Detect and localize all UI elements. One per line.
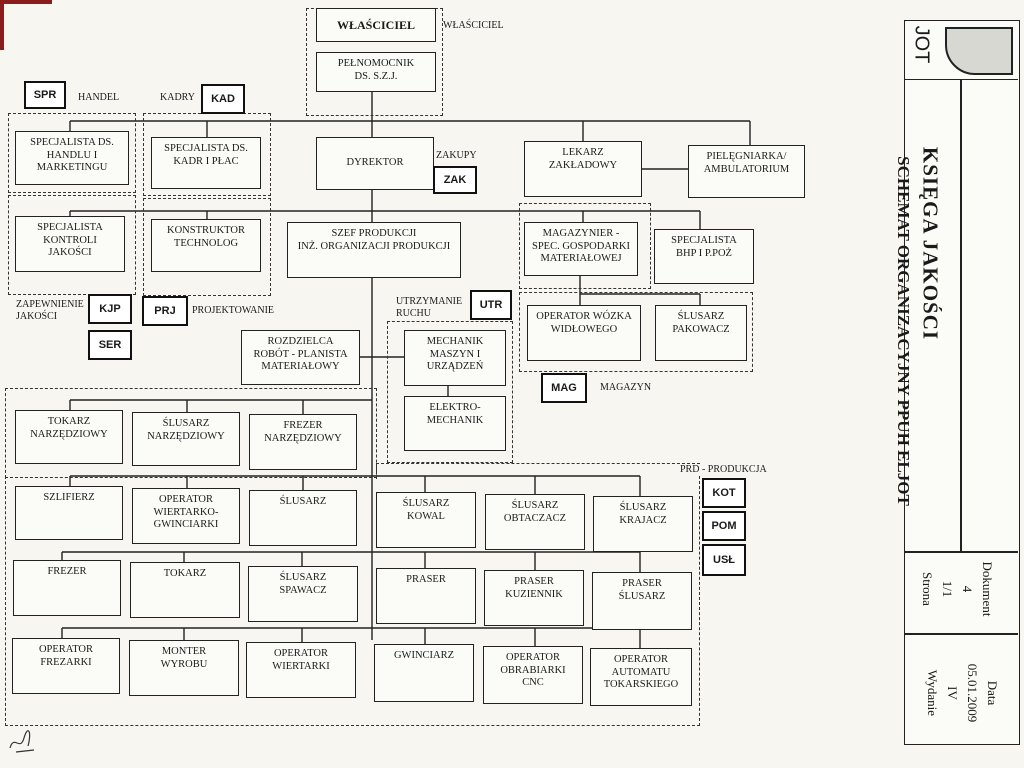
box-magazynier: MAGAZYNIER - SPEC. GOSPODARKI MATERIAŁOW… [524,222,638,276]
box-praser-kuziennik: PRASER KUZIENNIK [484,570,584,626]
box-spec-bhp: SPECJALISTA BHP I P.POŻ [654,229,754,284]
signature-mark [9,730,35,753]
label-zapewnienie: ZAPEWNIENIE JAKOŚCI [16,299,84,322]
code-prj: PRJ [142,296,188,326]
box-slusarz-obtaczacz: ŚLUSARZ OBTACZACZ [485,494,585,550]
box-frezer-narz: FREZER NARZĘDZIOWY [249,414,357,470]
box-tokarz: TOKARZ [130,562,240,618]
code-ser: SER [88,330,132,360]
box-slusarz-pakowacz: ŚLUSARZ PAKOWACZ [655,305,747,361]
quality-group-frame [8,195,136,295]
box-monter: MONTER WYROBU [129,640,239,696]
owner-box: WŁAŚCICIEL [316,8,436,42]
edition-value: IV [945,686,960,700]
box-slusarz-spawacz: ŚLUSARZ SPAWACZ [248,566,358,622]
code-pom: POM [702,511,746,541]
production-group-frame [5,476,700,726]
production-upper-frame [5,388,377,478]
code-kot: KOT [702,478,746,508]
code-usl: USŁ [702,544,746,576]
box-frezer: FREZER [13,560,121,616]
page-value: 1/1 [940,580,955,598]
box-gwinciarz: GWINCIARZ [374,644,474,702]
box-praser: PRASER [376,568,476,624]
edition-label: Wydanie [925,669,940,717]
box-operator-wozka: OPERATOR WÓZKA WIDŁOWEGO [527,305,641,361]
code-zak: ZAK [433,166,477,194]
box-operator-automatu: OPERATOR AUTOMATU TOKARSKIEGO [590,648,692,706]
box-operator-cnc: OPERATOR OBRABIARKI CNC [483,646,583,704]
box-dyrektor: DYREKTOR [316,137,434,190]
label-handel: HANDEL [78,92,120,103]
schema-title: SCHEMAT ORGANIZACYJNY PPUH ELJOT [894,156,913,506]
label-utrzymanie: UTRZYMANIE RUCHU [396,296,463,319]
box-rozdzielca: ROZDZIELCA ROBÓT - PLANISTA MATERIAŁOWY [241,330,360,385]
code-kad: KAD [201,84,245,114]
label-zakupy: ZAKUPY [436,150,477,161]
red-edge-mark-top [0,0,52,4]
page-label: Strona [920,572,935,606]
box-slusarz: ŚLUSARZ [249,490,357,546]
book-title: KSIĘGA JAKOŚCI [918,146,943,341]
box-praser-slusarz: PRASER ŚLUSARZ [592,572,692,630]
logo-text: JOT [910,25,933,64]
doc-value: 4 [960,585,975,593]
label-kadry: KADRY [160,92,196,103]
label-projektowanie: PROJEKTOWANIE [192,305,275,316]
box-spec-handlu: SPECJALISTA DS. HANDLU I MARKETINGU [15,131,129,185]
box-szef-produkcji: SZEF PRODUKCJI INŻ. ORGANIZACJI PRODUKCJ… [287,222,461,278]
box-lekarz: LEKARZ ZAKŁADOWY [524,141,642,197]
document-header-panel: JOT KSIĘGA JAKOŚCI SCHEMAT ORGANIZACYJNY… [894,20,1020,745]
warehouse-group-frame [519,292,753,372]
label-magazyn: MAGAZYN [600,382,652,393]
box-pielegniarka: PIELĘGNIARKA/ AMBULATORIUM [688,145,805,198]
doc-label: Dokument [980,561,995,617]
box-spec-jakosci: SPECJALISTA KONTROLI JAKOŚCI [15,216,125,272]
label-produkcja: PRD - PRODUKCJA [680,464,767,475]
plenipotentiary-box: PEŁNOMOCNIK DS. S.Z.J. [316,52,436,92]
production-join-frame [376,463,700,479]
date-value: 05.01.2009 [965,663,980,723]
box-spec-kadr: SPECJALISTA DS. KADR I PŁAC [151,137,261,189]
box-szlifierz: SZLIFIERZ [15,486,123,540]
date-label: Data [985,680,1000,706]
warehouse-head-frame [519,203,651,289]
box-slusarz-kowal: ŚLUSARZ KOWAL [376,492,476,548]
code-kjp: KJP [88,294,132,324]
code-utr: UTR [470,290,512,320]
box-operator-wiertarko: OPERATOR WIERTARKO- GWINCIARKI [132,488,240,544]
box-operator-frezarki: OPERATOR FREZARKI [12,638,120,694]
box-konstruktor: KONSTRUKTOR TECHNOLOG [151,219,261,272]
box-operator-wiertarki: OPERATOR WIERTARKI [246,642,356,698]
box-mechanik: MECHANIK MASZYN I URZĄDZEŃ [404,330,506,386]
logo-icon [945,27,1013,75]
box-tokarz-narz: TOKARZ NARZĘDZIOWY [15,410,123,464]
logo-area: JOT [905,21,1018,80]
box-slusarz-narz: ŚLUSARZ NARZĘDZIOWY [132,412,240,466]
code-mag: MAG [541,373,587,403]
owner-label: WŁAŚCICIEL [443,20,504,31]
maintenance-group-frame [387,321,513,463]
box-elektromechanik: ELEKTRO- MECHANIK [404,396,506,451]
design-group-frame [143,198,271,296]
trade-group-frame [8,113,136,193]
red-edge-mark [0,0,4,50]
code-spr: SPR [24,81,66,109]
box-slusarz-krajacz: ŚLUSARZ KRAJACZ [593,496,693,552]
